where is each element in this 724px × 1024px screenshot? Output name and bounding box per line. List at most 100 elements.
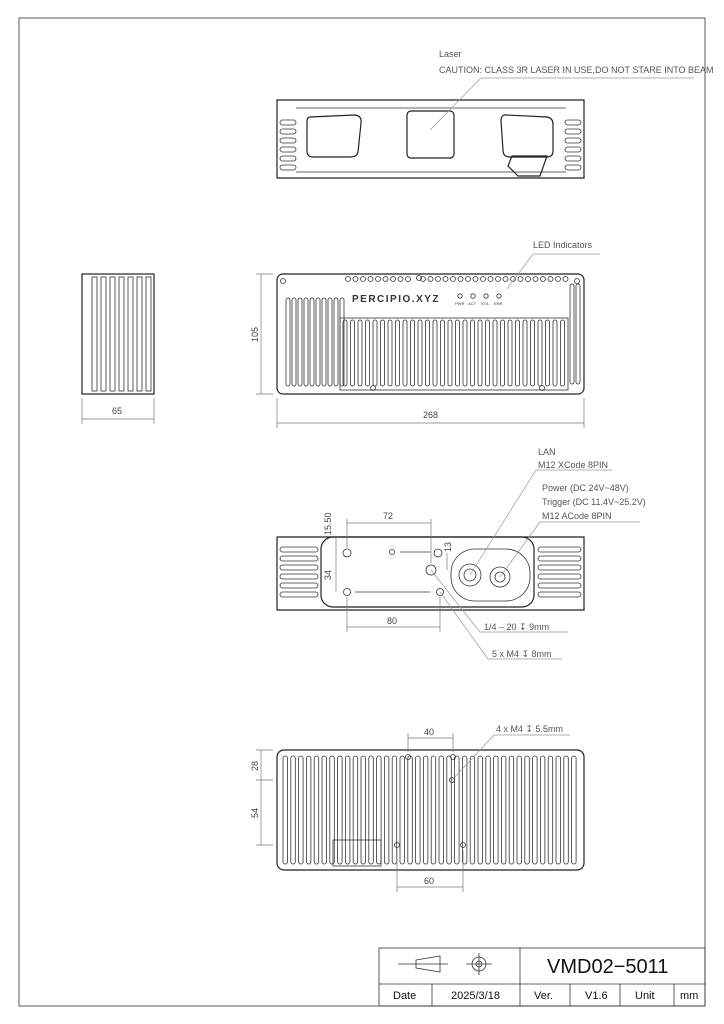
acode-connector [489,566,511,588]
front-vent-hole [465,276,471,282]
left-camera-window [306,114,362,158]
front-vent-hole [517,276,524,282]
rear-fins-left [279,546,319,598]
lan-connector [458,563,482,587]
rear-fins-right [537,546,582,598]
laser-caution: CAUTION: CLASS 3R LASER IN USE,DO NOT ST… [439,65,714,75]
led-label-sta: STA [481,301,489,306]
rear-fin [279,591,319,598]
front-panel-fin [522,319,528,387]
bottom-vent-slot [493,755,499,865]
bottom-vent-slot [555,755,561,865]
front-vent-hole [345,276,351,282]
front-panel-fin [425,319,430,387]
tripod-hole [425,564,437,576]
front-side-fin [333,297,339,387]
bottom-vent-slot [446,755,452,865]
front-panel-fin [552,319,558,387]
led-err [496,293,502,299]
front-vent-hole [420,276,426,282]
front-panel-fin [372,319,378,387]
front-view-outline [276,273,585,395]
front-vent-hole [562,276,569,282]
bottom-m4-hole-4 [460,842,466,848]
rear-fin [537,573,582,580]
led-indicators-label: LED Indicators [533,240,593,250]
dim-height: 105 [250,327,260,342]
front-vent-hole [405,276,411,282]
xcode-label: M12 XCode 8PIN [538,460,608,470]
bottom-m4-hole-3 [394,842,400,848]
front-vent-fins [285,283,581,387]
top-fin [279,164,297,171]
front-vent-hole [487,276,494,282]
front-side-fin [285,297,291,387]
bottom-vent-slot [344,755,351,865]
front-vent-hole [547,276,554,282]
top-fin [564,119,582,126]
dim-depth: 65 [112,406,122,416]
top-fin [279,128,297,135]
screw-top-center [416,275,422,281]
dim-bottom-28: 28 [250,761,260,771]
date-value: 2025/3/18 [451,990,500,1002]
rear-fin [537,591,582,598]
mount-hole-2 [433,548,443,558]
front-vent-holes [345,276,569,282]
front-panel-fin [342,319,348,387]
title-block-frame [378,947,706,1007]
front-view: PERCIPIO.XYZ PWR ACT STA ERR LED Indicat… [250,240,600,428]
led-label-pwr: PWR [455,301,464,306]
screw-bottom-right [539,385,545,391]
bottom-vent-slot [469,755,476,865]
front-panel-fin [530,319,535,387]
rear-fin [279,582,319,589]
bottom-view: 4 x M4 ↧ 5.5mm 40 60 28 54 [250,724,585,892]
front-panel-fin [560,319,565,387]
front-panel-fin [387,319,393,387]
front-panel-fin [365,319,370,387]
top-fin [279,137,297,144]
bottom-vent-slot [352,755,359,865]
tripod-leader-line [430,569,481,633]
side-fin [118,276,125,392]
lan-connector-inner [463,568,477,582]
front-panel-fin [380,319,385,387]
rear-fin [279,564,319,571]
side-view: 65 [81,273,155,424]
dim-bottom-40: 40 [424,727,434,737]
projection-symbol-icon [398,953,492,975]
front-side-fin [315,297,321,387]
bottom-vent-slot [540,755,546,865]
front-vent-hole [525,276,531,282]
front-vent-hole [360,276,366,282]
laser-leader-line [429,77,482,131]
version-label: Ver. [534,990,553,1002]
front-vent-hole [472,276,479,282]
acode-leader-line [499,521,541,578]
bottom-vent-slot [485,755,491,865]
front-panel-fin [545,319,550,387]
unit-value: mm [680,990,698,1002]
bottom-vent-slot [500,755,507,865]
front-panel-fin [462,319,468,387]
front-panel-fin [455,319,460,387]
rear-fin [537,582,582,589]
front-vent-hole [397,276,404,282]
tripod-label: 1/4 – 20 ↧ 9mm [484,622,549,632]
power-label: Power (DC 24V~48V) [542,483,629,493]
front-vent-hole [367,276,374,282]
front-panel-fin [477,319,483,387]
top-fin [564,155,582,162]
front-panel-fin [440,319,445,387]
front-panel-fin [537,319,543,387]
bottom-vent-slot [368,755,374,865]
bottom-vent-slot [524,755,530,865]
bottom-m4-hole-2 [450,754,456,760]
front-panel-fin [432,319,438,387]
led-pwr [457,293,463,299]
bottom-vent-slot [305,755,312,865]
date-label: Date [393,990,416,1002]
m4-side-label: 5 x M4 ↧ 8mm [492,649,552,659]
front-panel-fin [410,319,415,387]
